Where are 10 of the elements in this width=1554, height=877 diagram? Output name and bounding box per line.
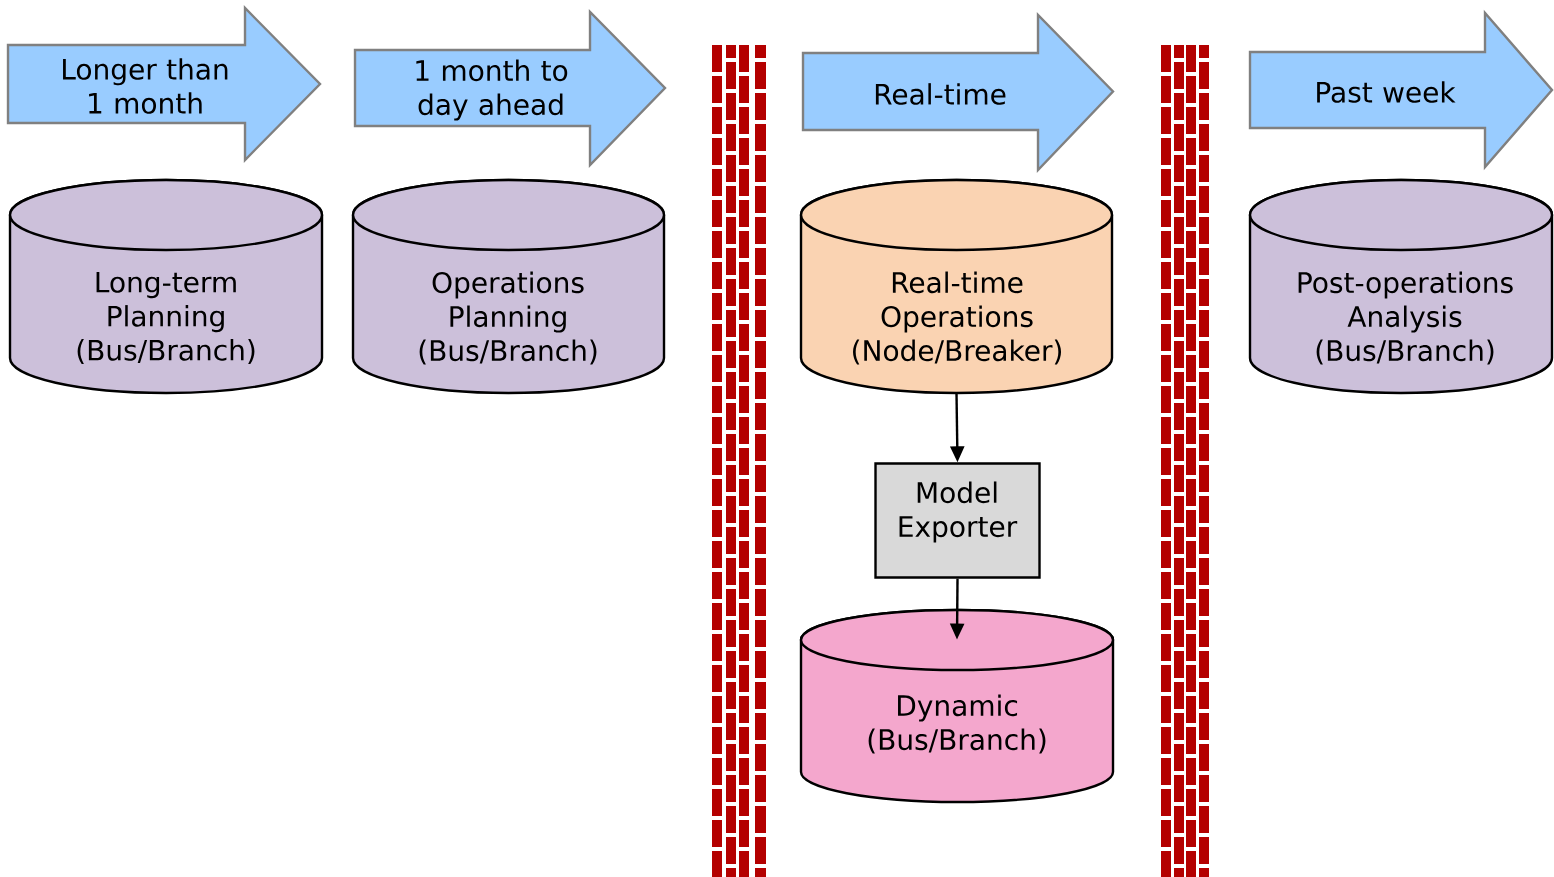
period-banner: 1 month to day ahead xyxy=(353,9,667,168)
database-cylinder: Post-operations Analysis (Bus/Branch) xyxy=(1248,178,1554,395)
period-banner: Past week xyxy=(1248,9,1554,171)
database-cylinder: Operations Planning (Bus/Branch) xyxy=(351,178,666,395)
database-cylinder: Real-time Operations (Node/Breaker) xyxy=(799,178,1114,395)
database-cylinder: Long-term Planning (Bus/Branch) xyxy=(8,178,324,395)
process-box: Model Exporter xyxy=(874,462,1041,579)
period-banner: Longer than 1 month xyxy=(6,5,322,163)
period-banner: Real-time xyxy=(801,12,1115,173)
database-cylinder: Dynamic (Bus/Branch) xyxy=(799,608,1115,804)
